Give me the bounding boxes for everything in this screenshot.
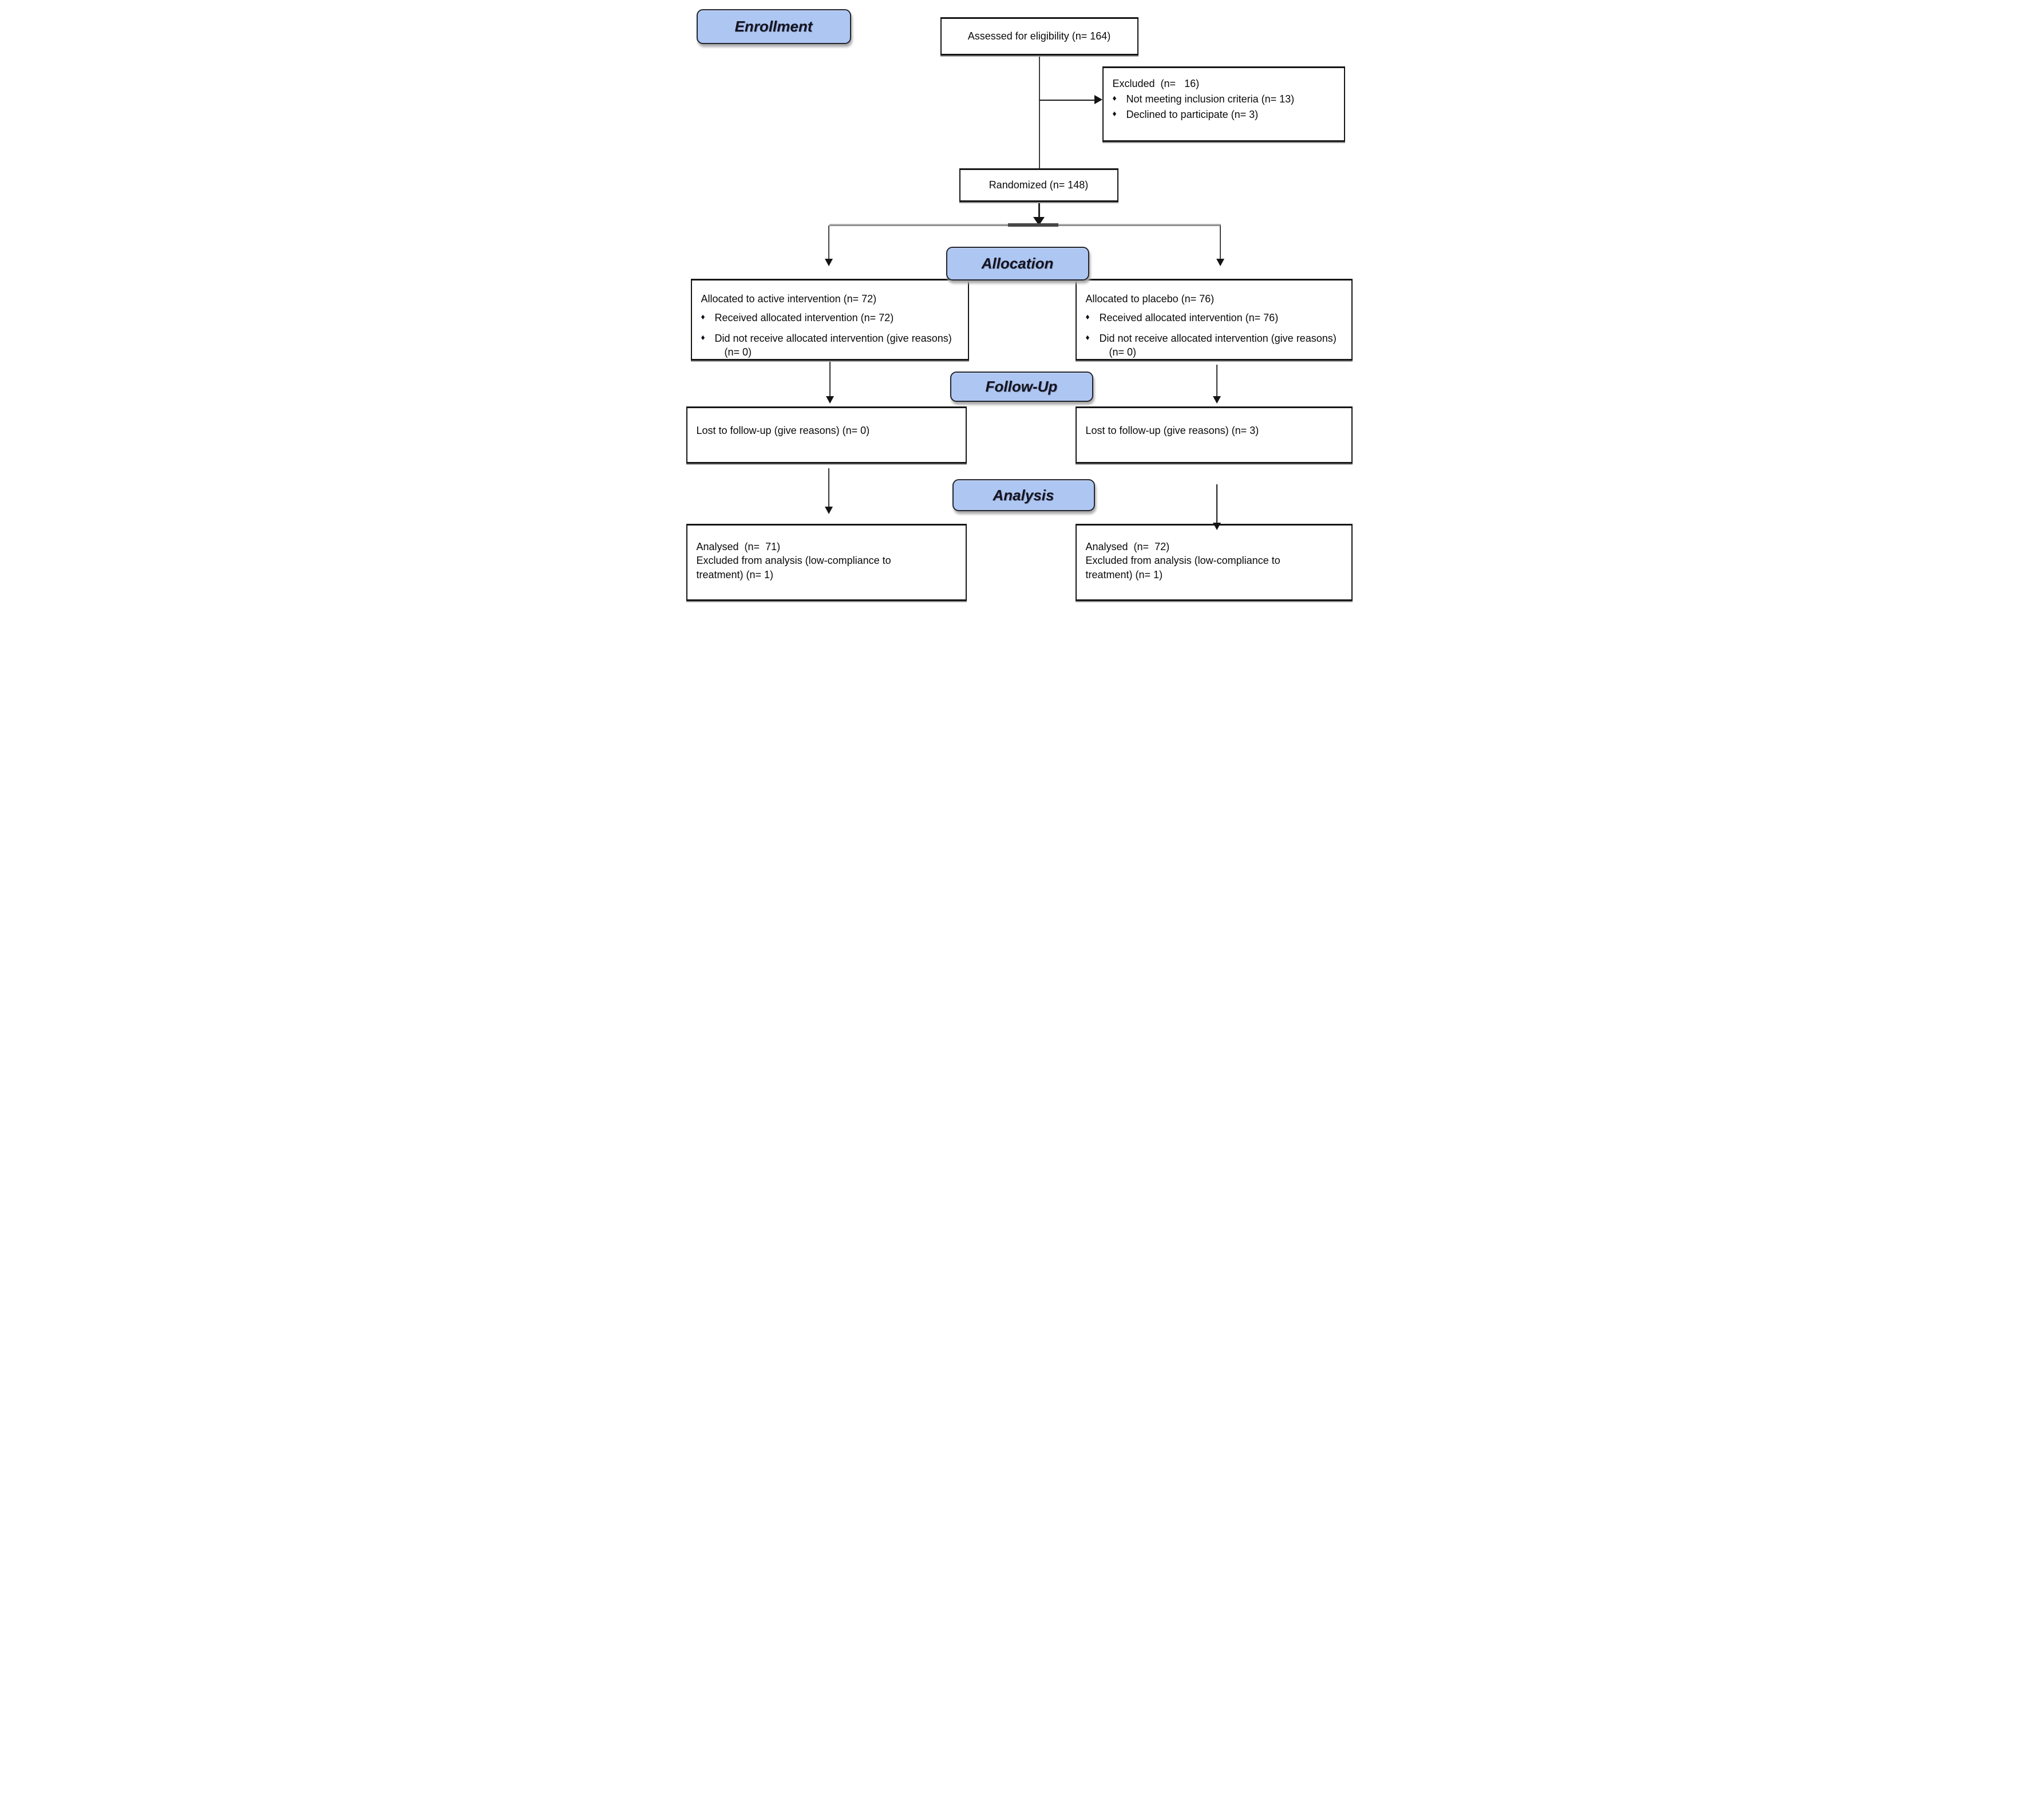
allocation-left-bullet-2: Did not receive allocated intervention (… (714, 332, 952, 358)
analysed-left-line2: Excluded from analysis (low-compliance t… (696, 555, 894, 580)
connector-branch-left (828, 226, 829, 259)
follow-up-right-box: Lost to follow-up (give reasons) (n= 3) (1075, 406, 1353, 464)
connector-alloc-right-to-follow (1216, 365, 1217, 397)
list-item: ♦ Did not receive allocated intervention… (701, 331, 962, 360)
stage-label-follow-up: Follow-Up (950, 372, 1093, 402)
list-item: ♦ Received allocated intervention (n= 76… (1086, 311, 1346, 325)
stage-label-enrollment: Enrollment (696, 9, 851, 44)
list-item: ♦ Received allocated intervention (n= 72… (701, 311, 962, 325)
diamond-bullet-icon: ♦ (1085, 332, 1090, 342)
analysed-right-line2: Excluded from analysis (low-compliance t… (1085, 555, 1283, 580)
connector-to-excluded (1039, 100, 1096, 101)
connector-branch-right (1219, 226, 1221, 259)
diamond-bullet-icon: ♦ (1085, 312, 1090, 322)
consort-flow-diagram: Enrollment Allocation Follow-Up Analysis… (681, 0, 1363, 605)
diamond-bullet-icon: ♦ (701, 332, 705, 342)
arrow-down-icon (824, 259, 833, 266)
arrow-down-icon (825, 396, 834, 404)
analysed-right-box: Analysed (n= 72) Excluded from analysis … (1075, 524, 1353, 601)
arrow-down-icon (1212, 523, 1221, 530)
follow-up-left-box: Lost to follow-up (give reasons) (n= 0) (686, 406, 967, 464)
allocation-left-box: Allocated to active intervention (n= 72)… (690, 279, 969, 361)
allocation-right-title: Allocated to placebo (n= 76) (1085, 293, 1215, 305)
diamond-bullet-icon: ♦ (1112, 108, 1117, 118)
allocation-right-bullet-1: Received allocated intervention (n= 76) (1099, 312, 1279, 324)
arrow-down-icon (824, 507, 833, 514)
allocation-left-title: Allocated to active intervention (n= 72) (701, 293, 877, 305)
list-item: ♦ Declined to participate (n= 3) (1113, 108, 1337, 121)
follow-up-left-text: Lost to follow-up (give reasons) (n= 0) (696, 425, 870, 436)
follow-up-right-text: Lost to follow-up (give reasons) (n= 3) (1085, 425, 1259, 436)
excluded-bullet-1: Not meeting inclusion criteria (n= 13) (1126, 93, 1295, 105)
excluded-box: Excluded (n= 16) ♦ Not meeting inclusion… (1102, 66, 1345, 142)
arrow-down-icon (1212, 396, 1221, 404)
arrow-right-icon (1094, 95, 1102, 104)
analysed-right-line1: Analysed (n= 72) (1085, 541, 1170, 552)
connector-assessed-to-randomized (1038, 56, 1040, 168)
connector-alloc-left-to-follow (829, 361, 831, 397)
list-item: ♦ Did not receive allocated intervention… (1086, 331, 1346, 360)
branch-line-center-segment (1007, 223, 1058, 227)
allocation-left-bullet-1: Received allocated intervention (n= 72) (714, 312, 894, 324)
assessed-box: Assessed for eligibility (n= 164) (940, 17, 1138, 56)
excluded-bullet-2: Declined to participate (n= 3) (1126, 108, 1259, 120)
allocation-right-bullet-2: Did not receive allocated intervention (… (1099, 332, 1337, 358)
excluded-title: Excluded (n= 16) (1112, 78, 1200, 89)
analysed-left-line1: Analysed (n= 71) (696, 541, 781, 552)
analysed-left-box: Analysed (n= 71) Excluded from analysis … (686, 524, 967, 601)
diamond-bullet-icon: ♦ (1112, 93, 1117, 103)
allocation-right-box: Allocated to placebo (n= 76) ♦ Received … (1075, 279, 1353, 361)
connector-follow-right-to-analysed (1216, 484, 1217, 524)
arrow-down-icon (1216, 259, 1224, 266)
list-item: ♦ Not meeting inclusion criteria (n= 13) (1113, 92, 1337, 106)
connector-follow-left-to-analysed (828, 468, 829, 507)
diamond-bullet-icon: ♦ (701, 312, 705, 322)
randomized-box: Randomized (n= 148) (959, 168, 1118, 202)
connector-randomized-to-branch (1038, 202, 1040, 218)
stage-label-analysis: Analysis (952, 479, 1095, 511)
stage-label-allocation: Allocation (946, 247, 1089, 281)
